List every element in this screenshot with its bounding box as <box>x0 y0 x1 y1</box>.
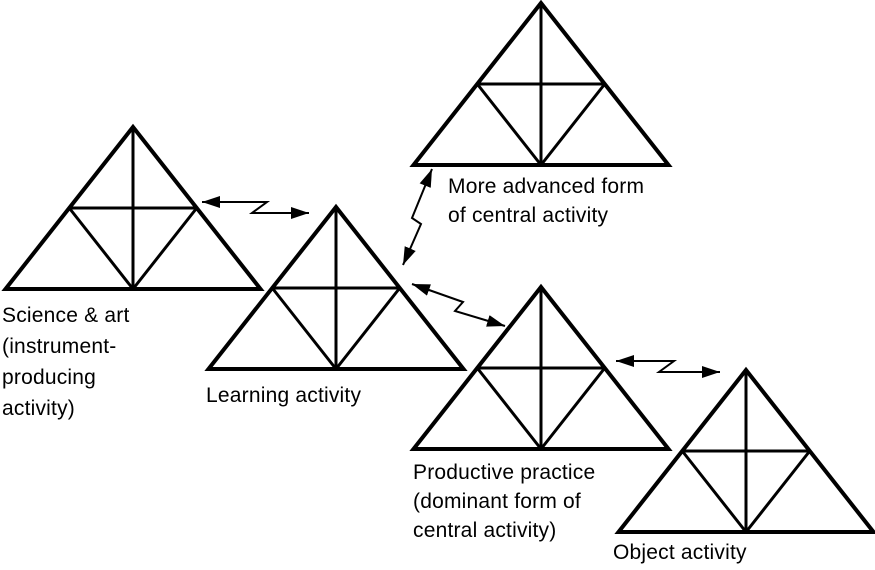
label-more-advanced-form: More advanced form of central activity <box>448 172 644 230</box>
label-line: Science & art <box>2 304 130 327</box>
label-productive-practice: Productive practice (dominant form of ce… <box>413 458 595 545</box>
zigzag-arrow-science-learning <box>202 196 309 219</box>
label-science-art: Science & art (instrument- producing act… <box>2 300 130 424</box>
zigzag-arrow-productive-object <box>616 355 720 378</box>
zigzag-arrow-learning-more-advanced <box>402 168 433 266</box>
label-line: Productive practice <box>413 461 596 484</box>
label-line: of central activity <box>448 204 609 227</box>
zigzag-arrow-learning-productive <box>411 283 506 327</box>
triangle-science-art <box>3 125 263 291</box>
label-line: producing <box>2 366 97 389</box>
label-line: activity) <box>2 397 75 420</box>
triangle-more-advanced-form <box>411 1 671 167</box>
label-learning-activity: Learning activity <box>206 381 361 410</box>
label-line: More advanced form <box>448 175 645 198</box>
label-line: (instrument- <box>2 335 117 358</box>
label-object-activity: Object activity <box>613 538 747 567</box>
label-line: Object activity <box>613 541 747 564</box>
label-line: (dominant form of <box>413 490 581 513</box>
label-line: Learning activity <box>206 384 362 407</box>
label-line: central activity) <box>413 519 557 542</box>
